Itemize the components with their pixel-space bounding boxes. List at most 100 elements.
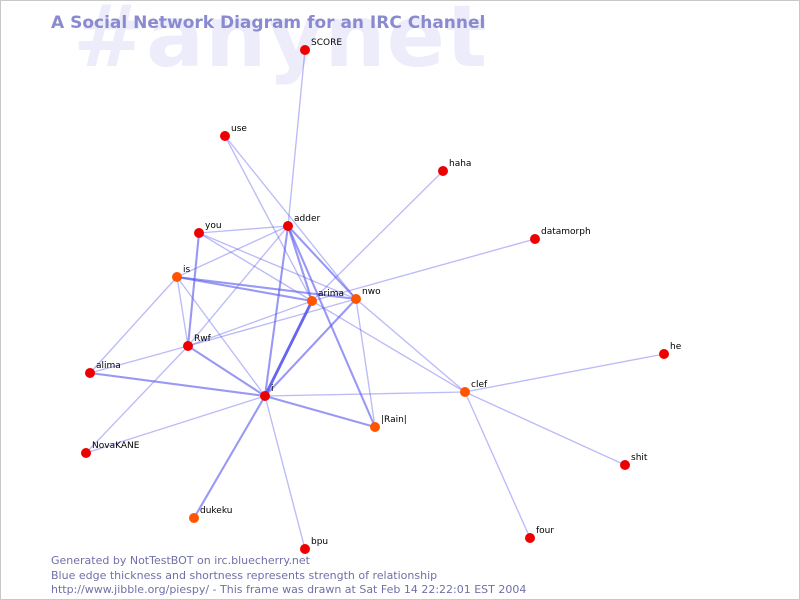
node-dot	[300, 544, 310, 554]
nodes-layer: SCORE use haha adder you datamorph is arima nwoR…	[81, 38, 682, 554]
edge-i-bpu	[264, 395, 306, 550]
node-dot	[85, 368, 95, 378]
node-label: is	[183, 265, 191, 275]
edge-use-arima	[224, 135, 313, 302]
node-label: |Rain|	[381, 415, 407, 425]
node-dot	[81, 448, 91, 458]
edge-arima-i	[263, 299, 314, 398]
node-label: arima	[318, 289, 344, 299]
edge-is-rwf	[176, 276, 189, 347]
node-datamorph[interactable]: datamorph	[530, 227, 591, 244]
node-label: SCORE	[311, 38, 342, 48]
channel-watermark: #anynet	[73, 0, 489, 87]
node-label: shit	[631, 453, 648, 463]
node-adder[interactable]: adder	[283, 214, 320, 231]
node-dot	[659, 349, 669, 359]
node-dot	[189, 513, 199, 523]
edge-is-nwo	[175, 275, 358, 301]
node-you[interactable]: you	[194, 221, 222, 238]
edge-clef-he	[464, 353, 665, 393]
edge-is-i	[176, 276, 266, 397]
edge-i-clef	[264, 391, 466, 397]
node-label: nwo	[362, 287, 381, 297]
edge-you-nwo	[198, 232, 357, 300]
node-alima[interactable]: alima	[85, 361, 121, 378]
node-label: adder	[294, 214, 320, 224]
node-use[interactable]: use	[220, 124, 247, 141]
edge-datamorph-arima	[311, 238, 536, 302]
edge-is-arima	[175, 275, 314, 303]
node-dot	[370, 422, 380, 432]
edge-arima-clef	[311, 300, 466, 393]
node-bpu[interactable]: bpu	[300, 537, 328, 554]
node-label: clef	[471, 380, 488, 390]
node-dot	[530, 234, 540, 244]
node-label: Rwf	[194, 334, 212, 344]
node-label: alima	[96, 361, 121, 371]
edges-layer	[85, 49, 665, 550]
node-he[interactable]: he	[659, 342, 682, 359]
node-haha[interactable]: haha	[438, 159, 471, 176]
edge-i-novakane	[85, 395, 266, 454]
edge-nwo-rwf	[187, 298, 357, 347]
node-dot	[260, 391, 270, 401]
edge-score-adder	[287, 49, 306, 227]
node-clef[interactable]: clef	[460, 380, 488, 397]
node-novakane[interactable]: NovaKANE	[81, 441, 140, 458]
node-dot	[183, 341, 193, 351]
edge-clef-shit	[464, 391, 626, 466]
edge-adder-is	[176, 225, 289, 278]
footer-source-link[interactable]: http://www.jibble.org/piespy/ - This fra…	[51, 583, 527, 596]
node-dot	[172, 272, 182, 282]
edge-adder-you	[198, 225, 289, 234]
node-label: he	[670, 342, 682, 352]
edge-alima-i	[88, 371, 267, 398]
edge-rwf-i	[186, 344, 267, 398]
node-four[interactable]: four	[525, 526, 554, 543]
edge-adder-nwo	[286, 224, 358, 301]
edge-nwo-clef	[355, 298, 466, 393]
node-label: datamorph	[541, 227, 591, 237]
node-dot	[283, 221, 293, 231]
diagram-title: A Social Network Diagram for an IRC Chan…	[51, 13, 486, 33]
node-label: NovaKANE	[92, 441, 140, 451]
node-rain[interactable]: |Rain|	[370, 415, 407, 432]
node-label: you	[205, 221, 222, 231]
node-dot	[220, 131, 230, 141]
node-dukeku[interactable]: dukeku	[189, 506, 232, 523]
footer-legend-note: Blue edge thickness and shortness repres…	[51, 568, 438, 582]
edge-rwf-novakane	[85, 345, 189, 454]
node-dot	[307, 296, 317, 306]
node-dot	[620, 460, 630, 470]
node-label: haha	[449, 159, 471, 169]
node-rwf[interactable]: Rwf	[183, 334, 212, 351]
node-dot	[525, 533, 535, 543]
node-dot	[194, 228, 204, 238]
edge-i-rain	[263, 394, 377, 429]
node-dot	[351, 294, 361, 304]
edge-is-alima	[89, 276, 178, 374]
node-label: bpu	[311, 537, 328, 547]
node-score[interactable]: SCORE	[300, 38, 342, 55]
edge-you-arima	[198, 232, 313, 302]
edge-clef-four	[464, 391, 531, 539]
node-i[interactable]: i	[260, 384, 274, 401]
edge-haha-arima	[311, 170, 444, 302]
footer: Generated by NotTestBOT on irc.bluecherr…	[51, 554, 526, 598]
node-arima[interactable]: arima	[307, 289, 344, 306]
edge-you-rwf	[186, 231, 201, 348]
node-dot	[438, 166, 448, 176]
edge-adder-i	[263, 224, 290, 398]
edge-i-dukeku	[192, 394, 267, 520]
node-shit[interactable]: shit	[620, 453, 648, 470]
node-label: dukeku	[200, 506, 232, 516]
edge-rwf-alima	[89, 345, 189, 374]
node-is[interactable]: is	[172, 265, 191, 282]
edge-nwo-i	[263, 297, 358, 398]
edge-nwo-rain	[355, 298, 376, 428]
node-nwo[interactable]: nwo	[351, 287, 381, 304]
edge-use-nwo	[224, 135, 357, 300]
edge-arima-rwf	[187, 300, 313, 347]
